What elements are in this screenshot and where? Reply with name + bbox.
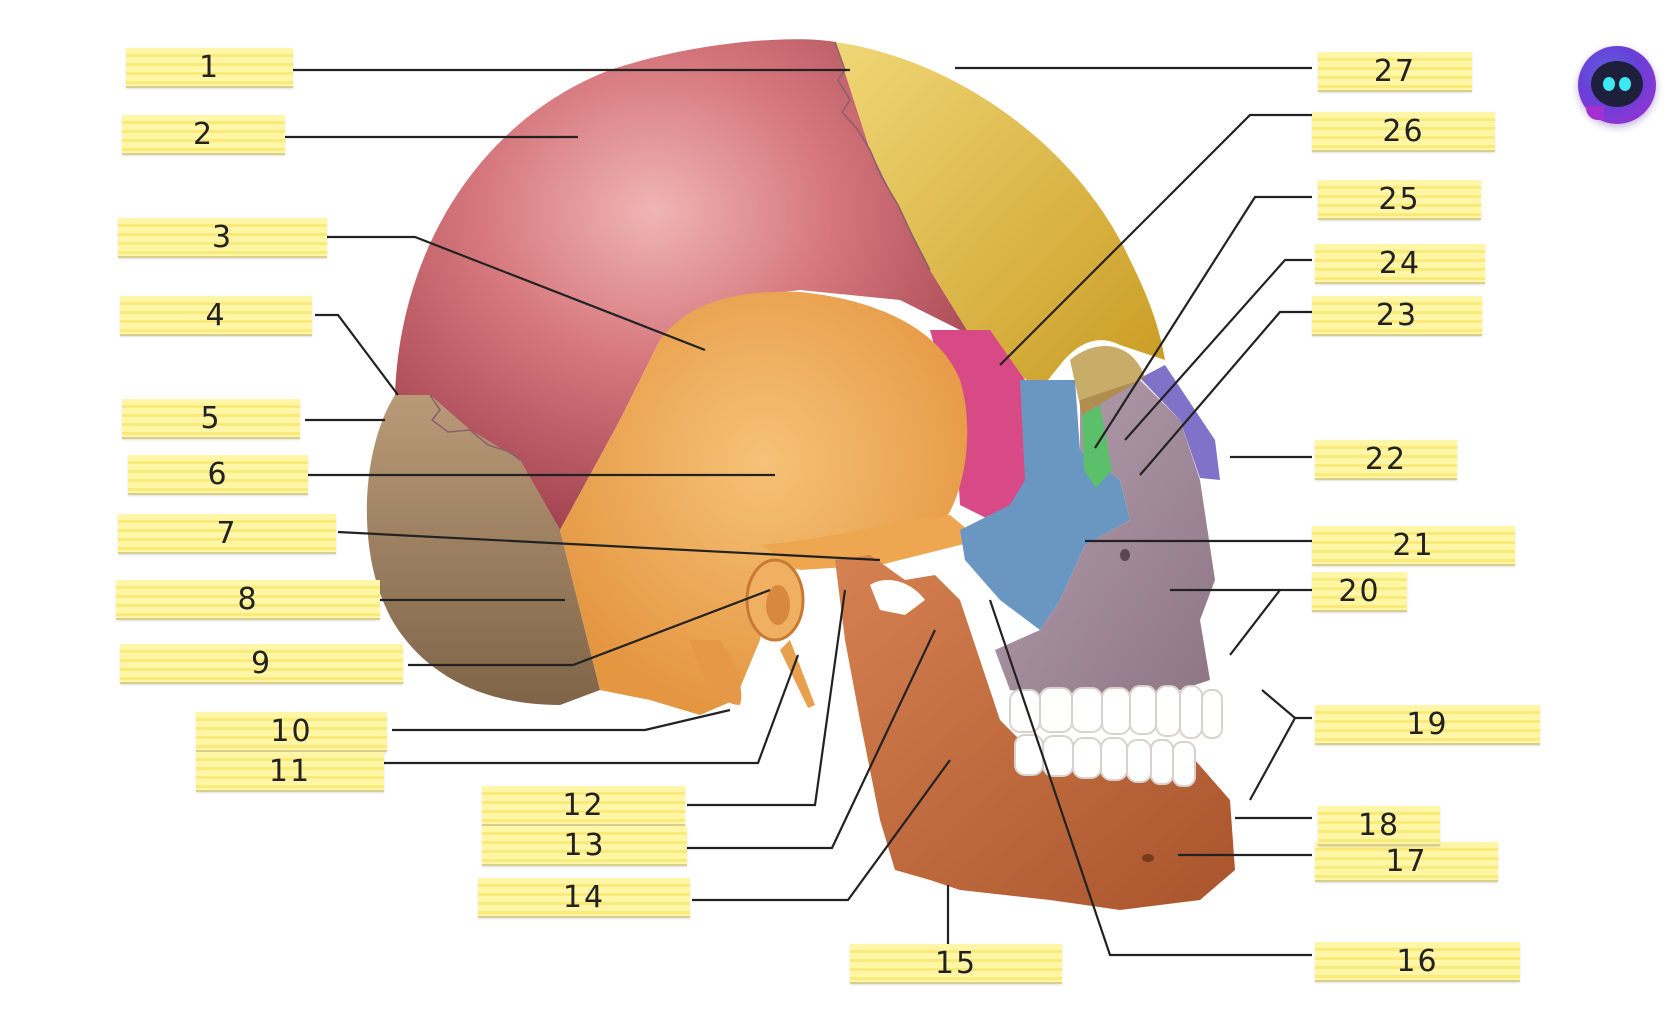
label-tag-20: 20 [1312,572,1407,612]
label-number: 26 [1382,113,1425,149]
label-number: 5 [200,400,222,436]
label-tag-5: 5 [122,399,300,439]
label-number: 6 [207,456,229,492]
label-tag-8: 8 [116,580,380,620]
label-number: 23 [1375,297,1419,333]
occipital-bone [366,395,600,705]
label-number: 19 [1406,706,1449,742]
teeth [1009,685,1223,787]
mastoid-process [690,640,742,705]
label-tag-1: 1 [126,48,293,88]
label-tag-12: 12 [482,786,685,826]
label-tag-24: 24 [1315,244,1485,284]
label-number: 24 [1378,245,1422,281]
label-number: 27 [1373,53,1417,89]
label-tag-10: 10 [196,712,387,752]
label-number: 22 [1364,441,1408,477]
label-number: 25 [1378,181,1421,217]
label-number: 17 [1385,843,1428,879]
label-tag-18: 18 [1318,806,1440,846]
assistant-button[interactable] [1578,46,1656,124]
label-tag-25: 25 [1318,180,1481,220]
mandible [835,555,1235,910]
label-number: 4 [205,297,227,333]
chat-bot-icon [1591,61,1643,107]
label-number: 10 [270,713,313,749]
label-number: 18 [1357,807,1401,843]
label-tag-2: 2 [122,115,285,155]
temporal-bone [560,291,968,715]
label-tag-19: 19 [1315,705,1540,745]
label-tag-21: 21 [1312,526,1515,566]
styloid-process [780,640,815,708]
label-number: 7 [216,515,238,551]
label-number: 21 [1392,527,1435,563]
label-tag-14: 14 [478,878,690,918]
label-tag-4: 4 [120,296,312,336]
zygomatic-bone [960,380,1130,630]
parietal-bone [395,39,970,530]
label-tag-13: 13 [482,826,687,866]
label-tag-26: 26 [1312,112,1495,152]
label-number: 16 [1396,943,1439,979]
label-number: 13 [563,827,606,863]
label-number: 15 [934,945,978,981]
leader-lines [285,66,1312,957]
bot-eye-right [1619,77,1631,91]
label-number: 2 [192,116,215,152]
chat-bubble-tail [1586,106,1604,120]
label-tag-7: 7 [118,514,336,554]
label-number: 14 [562,879,606,915]
nasal-bone [1140,365,1220,480]
label-number: 3 [211,219,234,255]
label-tag-11: 11 [196,752,384,792]
label-tag-22: 22 [1315,440,1457,480]
label-tag-23: 23 [1312,296,1482,336]
label-tag-9: 9 [120,644,403,684]
frontal-bone [835,42,1165,390]
label-number: 8 [237,581,259,617]
label-number: 9 [250,645,273,681]
label-number: 20 [1338,573,1381,609]
bot-eye-left [1603,77,1615,91]
label-tag-17: 17 [1315,842,1498,882]
label-tag-27: 27 [1318,52,1472,92]
label-tag-3: 3 [118,218,327,258]
label-number: 1 [198,49,221,85]
label-number: 12 [562,787,605,823]
label-tag-16: 16 [1315,942,1520,982]
label-tag-15: 15 [850,944,1062,984]
label-tag-6: 6 [128,455,308,495]
label-number: 11 [268,753,312,789]
